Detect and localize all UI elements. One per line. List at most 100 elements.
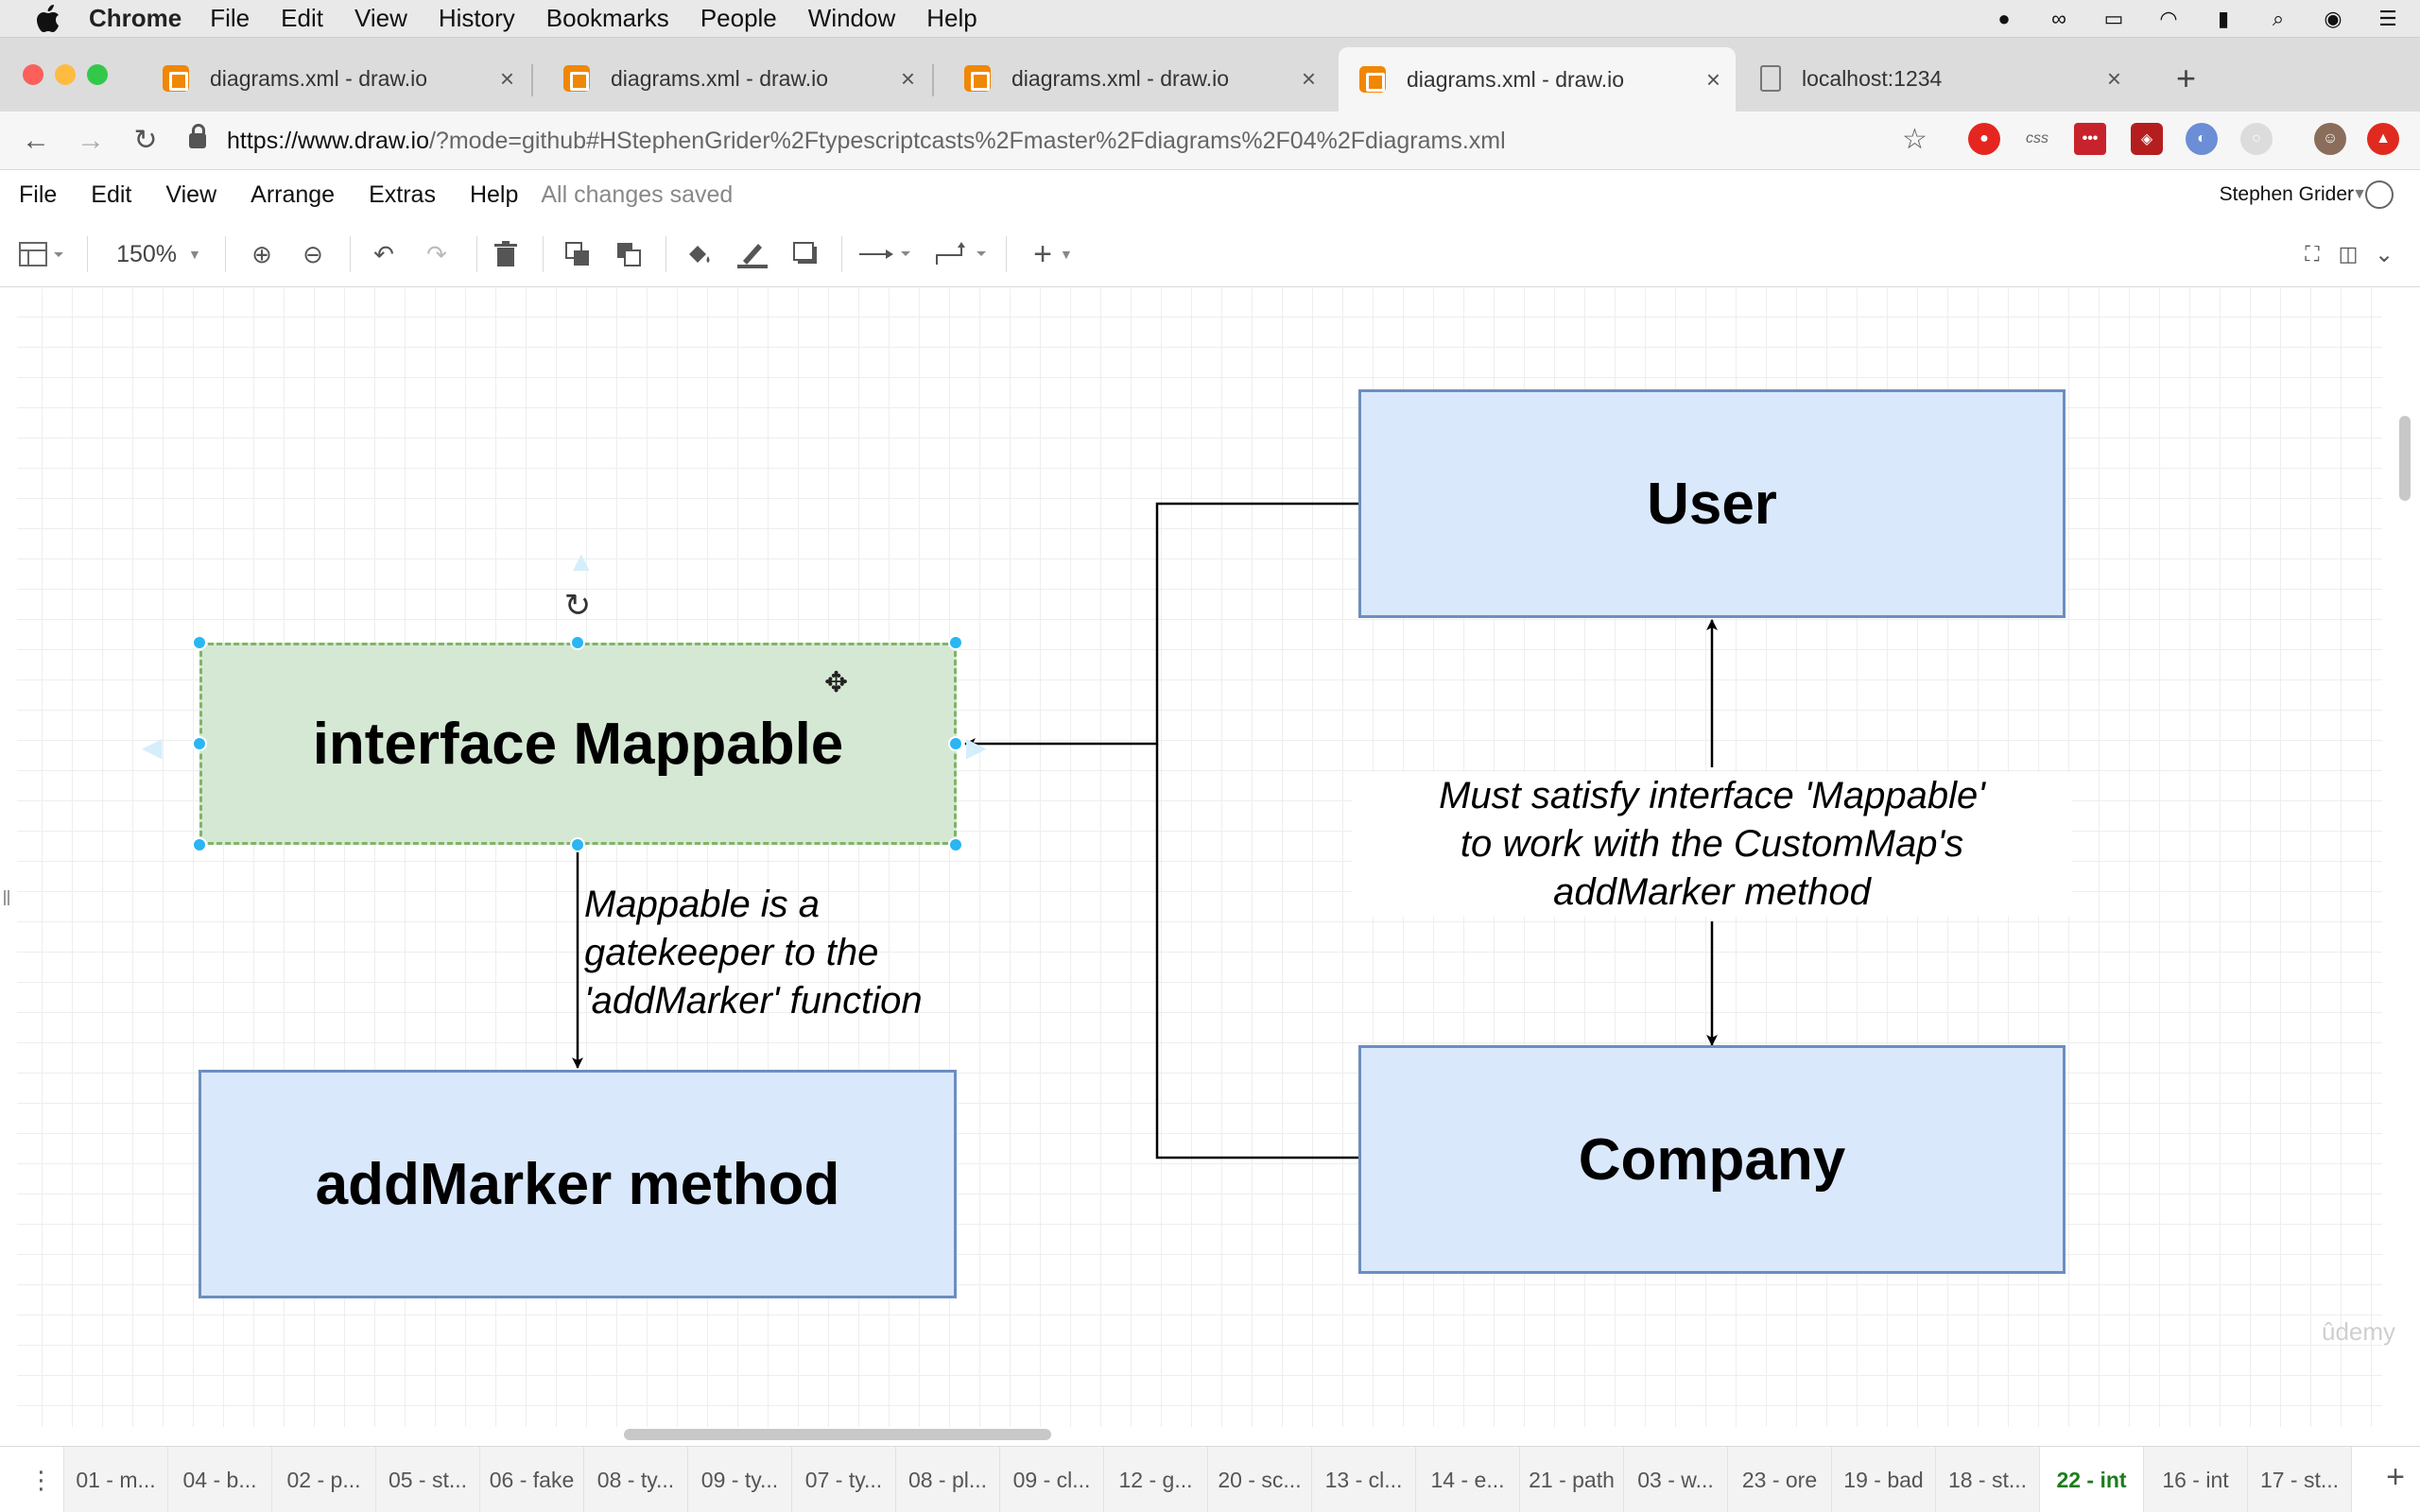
extension-blue-icon[interactable]: ◐: [2186, 123, 2218, 155]
app-name[interactable]: Chrome: [89, 4, 182, 32]
close-icon[interactable]: ×: [900, 63, 915, 93]
menu-help[interactable]: Help: [926, 4, 977, 32]
page-tab[interactable]: 01 - m...: [64, 1447, 168, 1512]
drawio-menu-file[interactable]: File: [19, 180, 58, 208]
window-zoom-button[interactable]: [87, 64, 108, 85]
to-front-icon[interactable]: [562, 240, 594, 268]
resize-handle-ne[interactable]: [948, 635, 963, 650]
waypoints-icon[interactable]: [932, 240, 991, 268]
page-tab[interactable]: 07 - ty...: [792, 1447, 896, 1512]
zoom-out-icon[interactable]: ⊖: [302, 239, 323, 268]
page-tab[interactable]: 17 - st...: [2248, 1447, 2352, 1512]
browser-tab-2[interactable]: diagrams.xml - draw.io ×: [543, 47, 930, 110]
drawio-menu-view[interactable]: View: [165, 180, 217, 208]
page-tab[interactable]: 09 - ty...: [688, 1447, 792, 1512]
page-tab[interactable]: 13 - cl...: [1312, 1447, 1416, 1512]
page-tab[interactable]: 19 - bad: [1832, 1447, 1936, 1512]
language-globe-icon[interactable]: [2365, 180, 2394, 209]
close-icon[interactable]: ×: [1301, 63, 1316, 93]
spotlight-search-icon[interactable]: ⌕: [2272, 7, 2285, 30]
rotate-handle-icon[interactable]: ↻: [563, 588, 592, 624]
user-box[interactable]: User: [1358, 389, 2066, 618]
drawio-menu-edit[interactable]: Edit: [91, 180, 132, 208]
window-minimize-button[interactable]: [55, 64, 76, 85]
gatekeeper-note[interactable]: Mappable is a gatekeeper to the 'addMark…: [584, 881, 923, 1025]
page-tab[interactable]: 14 - e...: [1416, 1447, 1520, 1512]
page-tab[interactable]: 04 - b...: [168, 1447, 272, 1512]
page-tab[interactable]: 06 - fake: [480, 1447, 584, 1512]
fill-color-icon[interactable]: [683, 240, 717, 268]
page-tab[interactable]: 02 - p...: [272, 1447, 376, 1512]
page-tab[interactable]: 21 - path: [1520, 1447, 1624, 1512]
drawio-menu-extras[interactable]: Extras: [369, 180, 436, 208]
line-color-icon[interactable]: [735, 240, 769, 268]
menu-file[interactable]: File: [210, 4, 251, 32]
company-box[interactable]: Company: [1358, 1045, 2066, 1274]
extension-css-icon[interactable]: css: [2026, 130, 2048, 146]
clone-left-arrow-icon[interactable]: ◀: [142, 732, 163, 762]
page-tab[interactable]: 08 - ty...: [584, 1447, 688, 1512]
airplay-icon[interactable]: ▭: [2103, 7, 2124, 30]
siri-icon[interactable]: ◉: [2324, 7, 2342, 30]
page-tab[interactable]: 20 - sc...: [1208, 1447, 1312, 1512]
page-tab[interactable]: 08 - pl...: [896, 1447, 1000, 1512]
add-page-plus-icon[interactable]: +: [2386, 1459, 2405, 1495]
resize-handle-nw[interactable]: [192, 635, 207, 650]
drawio-menu-arrange[interactable]: Arrange: [251, 180, 336, 208]
page-tab[interactable]: 12 - g...: [1104, 1447, 1208, 1512]
page-tab[interactable]: 18 - st...: [1936, 1447, 2040, 1512]
extension-grey-icon[interactable]: ○: [2240, 123, 2273, 155]
delete-trash-icon[interactable]: [490, 240, 522, 268]
zoom-select[interactable]: 150%▼: [112, 240, 206, 268]
extension-lastpass-icon[interactable]: •••: [2074, 123, 2106, 155]
resize-handle-se[interactable]: [948, 837, 963, 852]
sidebar-resize-handle[interactable]: [4, 890, 9, 905]
menu-window[interactable]: Window: [807, 4, 896, 32]
extension-shield-icon[interactable]: ◈: [2131, 123, 2163, 155]
fullscreen-icon[interactable]: ⛶: [2305, 242, 2320, 266]
resize-handle-e[interactable]: [948, 736, 963, 751]
back-arrow-icon[interactable]: ←: [22, 124, 50, 156]
interface-mappable-box[interactable]: interface Mappable: [199, 643, 957, 845]
clone-right-arrow-icon[interactable]: ▶: [966, 732, 987, 762]
app-status-icon[interactable]: ●: [1997, 7, 2011, 30]
shadow-icon[interactable]: [788, 240, 822, 268]
forward-arrow-icon[interactable]: →: [77, 124, 105, 156]
page-tab[interactable]: 22 - int: [2040, 1447, 2144, 1512]
url-field[interactable]: https://www.draw.io/?mode=github#HStephe…: [189, 121, 1506, 161]
chevron-down-icon[interactable]: ▼: [2352, 186, 2367, 202]
panel-toggle-icon[interactable]: ◫: [2338, 242, 2359, 266]
resize-handle-w[interactable]: [192, 736, 207, 751]
extension-adblock-icon[interactable]: ●: [1968, 123, 2000, 155]
extension-update-icon[interactable]: ▲: [2367, 123, 2399, 155]
page-tab[interactable]: 09 - cl...: [1000, 1447, 1104, 1512]
browser-tab-4-active[interactable]: diagrams.xml - draw.io ×: [1339, 47, 1736, 112]
page-tab[interactable]: 03 - w...: [1624, 1447, 1728, 1512]
menu-history[interactable]: History: [438, 4, 515, 32]
insert-plus-icon[interactable]: +▼: [1033, 235, 1073, 272]
resize-handle-s[interactable]: [570, 837, 585, 852]
menu-view[interactable]: View: [354, 4, 407, 32]
battery-icon[interactable]: ▮: [2217, 7, 2230, 30]
menu-people[interactable]: People: [700, 4, 777, 32]
clone-up-arrow-icon[interactable]: ▲: [567, 546, 596, 577]
apple-icon[interactable]: [25, 0, 72, 38]
page-menu-icon[interactable]: ⋮: [19, 1447, 64, 1512]
resize-handle-sw[interactable]: [192, 837, 207, 852]
format-panel-toggle-icon[interactable]: [15, 240, 68, 268]
close-icon[interactable]: ×: [2106, 63, 2121, 93]
browser-tab-1[interactable]: diagrams.xml - draw.io ×: [142, 47, 529, 110]
resize-handle-n[interactable]: [570, 635, 585, 650]
collapse-chevron-icon[interactable]: ⌄: [2374, 241, 2394, 267]
profile-avatar[interactable]: ☺: [2314, 123, 2346, 155]
to-back-icon[interactable]: [613, 240, 645, 268]
page-tab[interactable]: 05 - st...: [376, 1447, 480, 1512]
vertical-scrollbar[interactable]: [2399, 416, 2411, 501]
connection-style-icon[interactable]: [856, 240, 915, 268]
menu-bookmarks[interactable]: Bookmarks: [545, 4, 669, 32]
new-tab-button[interactable]: +: [2176, 59, 2197, 97]
glasses-icon[interactable]: ∞: [2051, 7, 2066, 30]
browser-tab-5[interactable]: localhost:1234 ×: [1739, 47, 2136, 110]
user-name[interactable]: Stephen Grider: [2219, 183, 2354, 205]
bookmark-star-icon[interactable]: ☆: [1902, 124, 1927, 155]
